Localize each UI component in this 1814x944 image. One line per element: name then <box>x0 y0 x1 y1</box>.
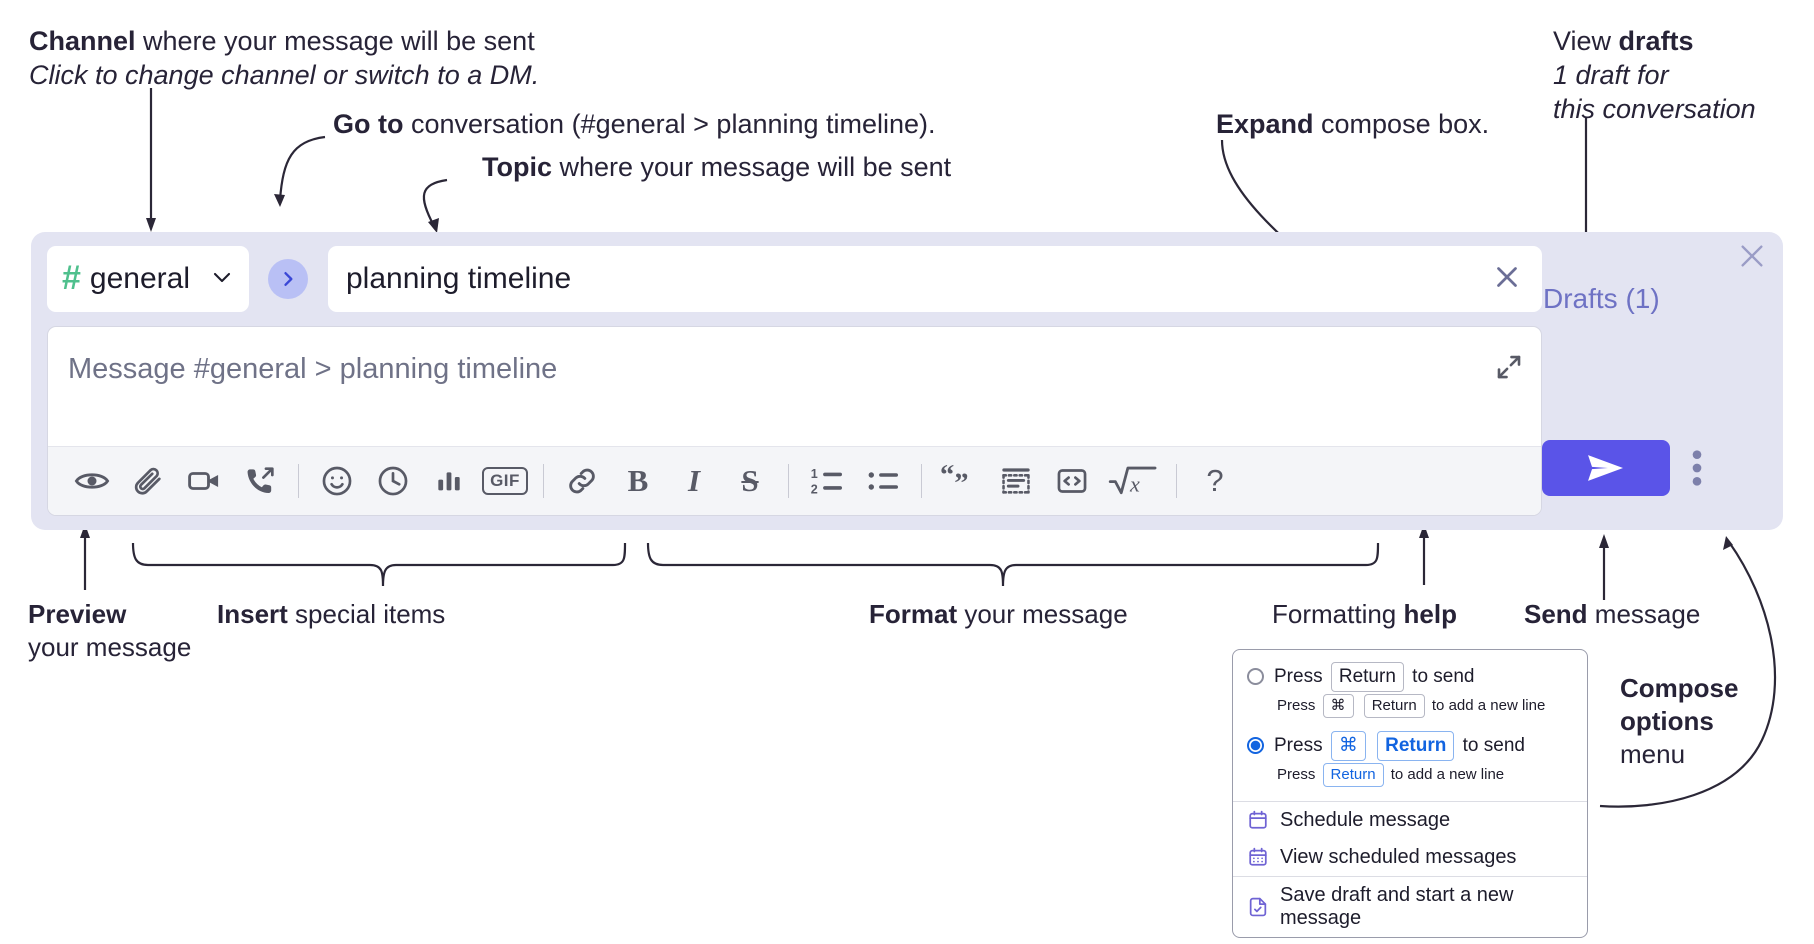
annotation-channel: Channel where your message will be sent … <box>29 26 540 91</box>
annotation-send: Send message <box>1524 599 1701 629</box>
code-block-icon[interactable] <box>988 455 1044 507</box>
calendar-icon <box>1247 809 1269 831</box>
inline-code-icon[interactable] <box>1044 455 1100 507</box>
preview-icon[interactable] <box>64 455 120 507</box>
svg-text:“: “ <box>940 463 954 491</box>
compose-options-menu: Press Return to send Press ⌘ Return to a… <box>1232 649 1588 938</box>
help-label: ? <box>1206 463 1224 498</box>
svg-text:x: x <box>1129 471 1140 496</box>
ordered-list-icon[interactable]: 1 2 <box>799 455 855 507</box>
message-placeholder: Message #general > planning timeline <box>68 353 558 385</box>
chevron-down-icon <box>210 265 234 294</box>
math-icon[interactable]: x <box>1100 455 1166 507</box>
blockquote-icon[interactable]: “ ” <box>932 455 988 507</box>
menu-divider <box>1233 875 1587 877</box>
topic-input[interactable]: planning timeline <box>328 246 1542 312</box>
svg-text:1: 1 <box>811 467 818 481</box>
bulleted-list-icon[interactable] <box>855 455 911 507</box>
key-return: Return <box>1322 762 1384 787</box>
video-icon[interactable] <box>176 455 232 507</box>
toolbar-divider <box>1176 464 1177 498</box>
strikethrough-label: S <box>741 463 759 498</box>
clock-icon[interactable] <box>365 455 421 507</box>
send-option-return[interactable]: Press Return to send Press ⌘ Return to a… <box>1233 650 1587 801</box>
menu-item-view-scheduled-messages[interactable]: View scheduled messages <box>1233 839 1587 876</box>
annotation-insert: Insert special items <box>217 599 446 629</box>
compose-inner: # general planning timeline M <box>47 246 1542 516</box>
message-input-box[interactable]: Message #general > planning timeline <box>47 326 1542 516</box>
toolbar-divider <box>788 464 789 498</box>
poll-bars-icon[interactable] <box>421 455 477 507</box>
channel-selector[interactable]: # general <box>47 246 249 312</box>
expand-compose-icon[interactable] <box>1494 352 1524 387</box>
send-paper-plane-icon <box>1588 455 1623 481</box>
save-draft-icon <box>1247 896 1269 918</box>
option-cmd-return-subtext: Press Return to add a new line <box>1277 762 1504 787</box>
svg-text:”: ” <box>954 468 968 499</box>
gif-label: GIF <box>482 467 528 495</box>
key-cmd: ⌘ <box>1330 730 1366 761</box>
compose-options-button[interactable] <box>1692 448 1702 493</box>
menu-item-label: View scheduled messages <box>1280 845 1517 868</box>
menu-item-schedule-message[interactable]: Schedule message <box>1233 802 1587 839</box>
goto-conversation-button[interactable] <box>268 259 308 299</box>
hash-icon: # <box>62 258 81 297</box>
channel-row: # general planning timeline <box>47 246 1542 312</box>
more-vertical-icon <box>1692 450 1702 486</box>
menu-divider <box>1233 800 1587 802</box>
menu-item-save-draft[interactable]: Save draft and start a new message <box>1233 877 1587 937</box>
help-icon[interactable]: ? <box>1187 455 1243 507</box>
radio-cmd-return[interactable] <box>1247 737 1264 755</box>
key-return: Return <box>1330 662 1404 692</box>
gif-icon[interactable]: GIF <box>477 455 533 507</box>
option-cmd-return-text: Press ⌘ Return to send <box>1274 730 1525 761</box>
toolbar-divider <box>921 464 922 498</box>
toolbar-divider <box>298 464 299 498</box>
toolbar-divider <box>543 464 544 498</box>
annotation-preview: Preview your message <box>28 599 192 662</box>
calendar-grid-icon <box>1247 846 1269 868</box>
annotation-expand: Expand compose box. <box>1216 109 1490 139</box>
annotation-topic: Topic where your message will be sent <box>482 152 952 182</box>
drafts-link[interactable]: Drafts (1) <box>1543 283 1660 314</box>
annotation-drafts: View drafts 1 draft for this conversatio… <box>1553 26 1756 125</box>
send-button[interactable] <box>1542 440 1670 496</box>
compose-panel: # general planning timeline M <box>31 232 1783 530</box>
formatting-toolbar: GIF B I S <box>48 446 1541 515</box>
channel-name: general <box>89 262 190 295</box>
clear-topic-icon[interactable] <box>1490 260 1524 299</box>
option-return-text: Press Return to send <box>1274 662 1475 692</box>
link-icon[interactable] <box>554 455 610 507</box>
bold-label: B <box>627 463 649 498</box>
italic-icon[interactable]: I <box>666 455 722 507</box>
topic-value: planning timeline <box>346 262 572 295</box>
menu-item-label: Save draft and start a new message <box>1280 883 1514 929</box>
chevron-right-icon <box>284 272 293 286</box>
key-return: Return <box>1377 730 1455 761</box>
key-return: Return <box>1363 693 1425 718</box>
huddle-call-icon[interactable] <box>232 455 288 507</box>
svg-text:2: 2 <box>811 483 818 497</box>
strikethrough-icon[interactable]: S <box>722 455 778 507</box>
radio-return[interactable] <box>1247 668 1264 686</box>
attachment-icon[interactable] <box>120 455 176 507</box>
option-return-subtext: Press ⌘ Return to add a new line <box>1277 693 1545 718</box>
emoji-icon[interactable] <box>309 455 365 507</box>
annotation-compose-options: Compose options menu <box>1620 673 1739 769</box>
annotation-formatting-help: Formatting help <box>1272 599 1457 629</box>
close-compose-icon[interactable] <box>1736 240 1768 277</box>
bold-icon[interactable]: B <box>610 455 666 507</box>
annotation-goto: Go to conversation (#general > planning … <box>333 109 936 139</box>
annotation-format: Format your message <box>869 599 1128 629</box>
key-cmd: ⌘ <box>1322 693 1354 718</box>
italic-label: I <box>687 463 701 498</box>
menu-item-label: Schedule message <box>1280 808 1451 831</box>
